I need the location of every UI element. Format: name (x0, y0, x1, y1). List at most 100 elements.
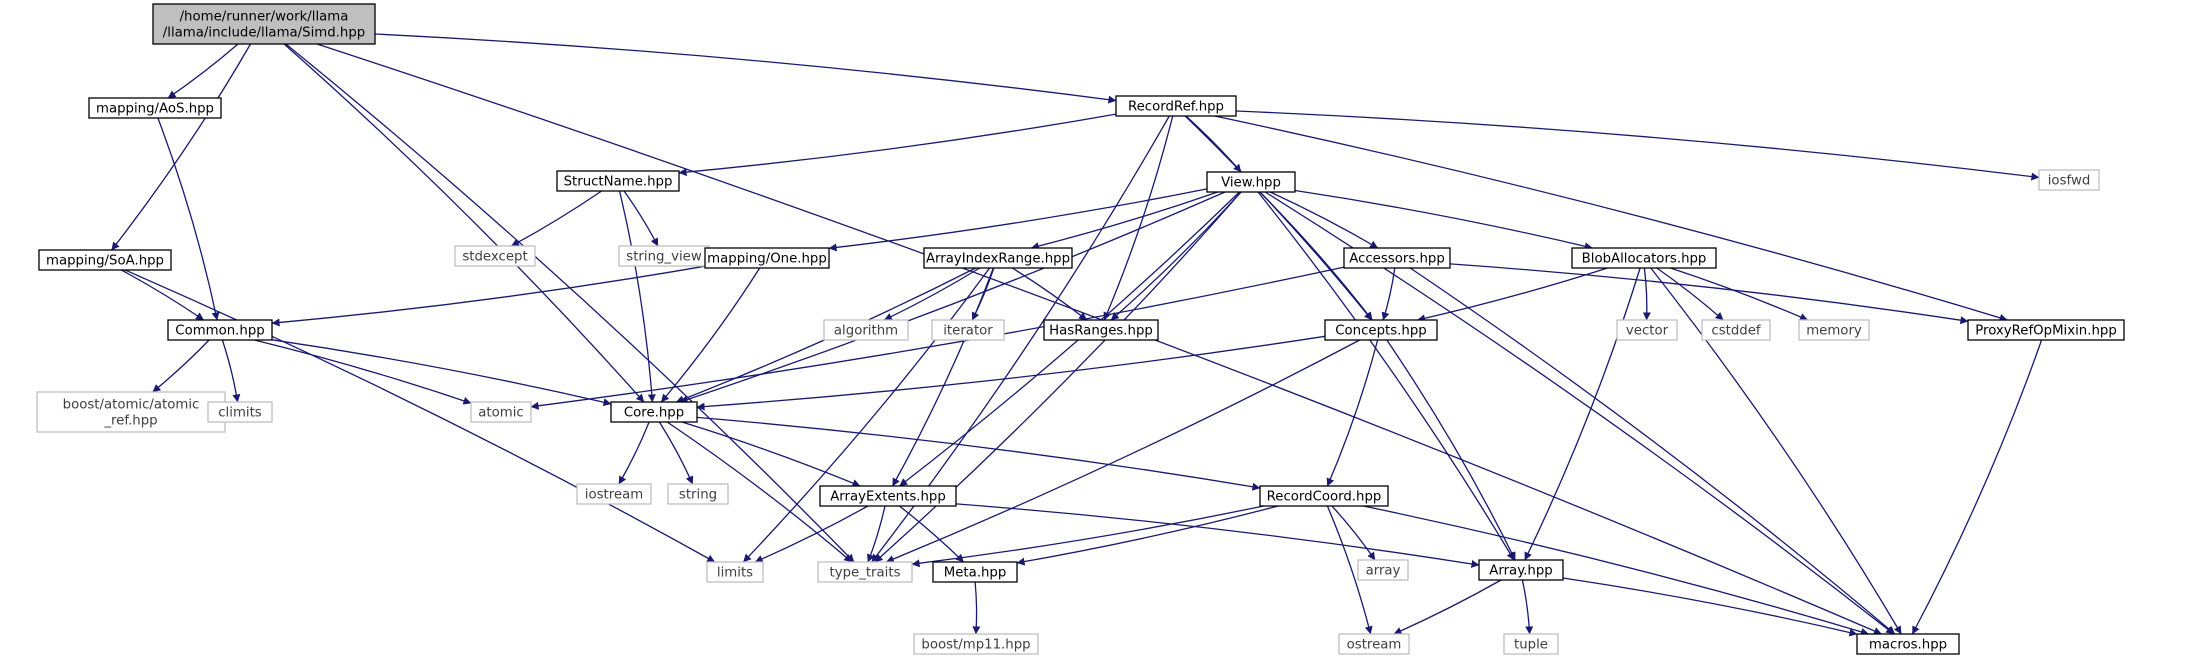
node-label: tuple (1514, 638, 1548, 653)
node-concepts[interactable]: Concepts.hpp (1324, 319, 1438, 341)
node-type_traits: type_traits (817, 561, 913, 583)
node-label: limits (717, 566, 753, 581)
node-label: ArrayExtents.hpp (830, 490, 946, 505)
edge-concepts-to-core (696, 335, 1326, 411)
node-label: iosfwd (2048, 174, 2091, 189)
node-label: stdexcept (462, 250, 527, 265)
node-label: RecordRef.hpp (1128, 100, 1224, 115)
node-recordcoord[interactable]: RecordCoord.hpp (1259, 485, 1389, 507)
node-view[interactable]: View.hpp (1206, 171, 1296, 193)
node-memory: memory (1798, 319, 1870, 341)
edge-view-to-type_traits (874, 191, 1242, 563)
node-box (1701, 319, 1771, 341)
edge-soa-to-common (121, 269, 204, 321)
node-box (1616, 319, 1678, 341)
node-macros[interactable]: macros.hpp (1856, 633, 1960, 655)
edge-array-to-tuple (1521, 579, 1534, 635)
node-label: iterator (943, 324, 993, 339)
node-box (1571, 247, 1717, 269)
node-accessors[interactable]: Accessors.hpp (1343, 247, 1451, 269)
edge-recordcoord-to-meta (1016, 505, 1279, 566)
node-core[interactable]: Core.hpp (610, 401, 698, 423)
edge-common-to-core (271, 339, 612, 407)
node-box (923, 247, 1073, 269)
edge-air-to-hasranges (1011, 267, 1088, 321)
edge-core-to-arrayextents (681, 421, 861, 487)
node-proxyref[interactable]: ProxyRefOpMixin.hpp (1967, 319, 2125, 341)
node-climits: climits (207, 401, 273, 423)
edge-core-to-iostream (618, 421, 650, 485)
edge-array-to-ostream (1393, 579, 1502, 635)
node-label: mapping/AoS.hpp (96, 102, 214, 117)
node-array[interactable]: Array.hpp (1478, 559, 1564, 581)
node-label: vector (1626, 324, 1669, 339)
node-label: View.hpp (1221, 176, 1281, 191)
node-box (1967, 319, 2125, 341)
edge-array-to-macros (1562, 577, 1858, 637)
node-box (931, 319, 1005, 341)
node-label: atomic (478, 406, 523, 421)
edge-common-to-atomic (254, 339, 472, 405)
edge-structname-to-string_view (623, 190, 659, 247)
node-box (2038, 169, 2100, 191)
node-box (1338, 633, 1410, 655)
node-structname[interactable]: StructName.hpp (556, 170, 680, 192)
node-box (913, 633, 1039, 655)
node-box (470, 401, 532, 423)
edge-common-to-climits (221, 339, 241, 403)
node-label: string_view (626, 250, 702, 265)
edge-recordref-to-structname (678, 113, 1117, 177)
node-label: iostream (585, 488, 643, 503)
node-label: ArrayIndexRange.hpp (926, 252, 1070, 267)
edge-concepts-to-type_traits (885, 339, 1361, 563)
node-hasranges[interactable]: HasRanges.hpp (1043, 319, 1159, 341)
node-array_std: array (1357, 559, 1409, 581)
edge-recordcoord-to-array_std (1331, 505, 1376, 561)
edge-bloballoc-to-memory (1670, 267, 1808, 321)
node-cstddef: cstddef (1701, 319, 1771, 341)
node-recordref[interactable]: RecordRef.hpp (1115, 95, 1237, 117)
node-label: climits (218, 406, 262, 421)
node-label: HasRanges.hpp (1049, 324, 1153, 339)
node-box (823, 319, 909, 341)
node-label: RecordCoord.hpp (1267, 490, 1382, 505)
node-box (667, 483, 729, 505)
edge-view-to-accessors (1269, 191, 1379, 249)
node-vector: vector (1616, 319, 1678, 341)
node-box (817, 561, 913, 583)
edge-common-to-boostatomic (152, 339, 210, 393)
node-box (704, 247, 830, 269)
node-label: Accessors.hpp (1349, 252, 1445, 267)
node-box (1043, 319, 1159, 341)
node-box (88, 97, 222, 119)
edge-air-to-limits (742, 267, 991, 563)
node-aos[interactable]: mapping/AoS.hpp (88, 97, 222, 119)
node-arrayextents[interactable]: ArrayExtents.hpp (819, 485, 957, 507)
node-label: string (679, 488, 717, 503)
node-box (1206, 171, 1296, 193)
node-label: ostream (1347, 638, 1402, 653)
node-common[interactable]: Common.hpp (167, 319, 273, 341)
node-box (932, 561, 1018, 583)
node-box (1478, 559, 1564, 581)
node-box (167, 319, 273, 341)
node-soa[interactable]: mapping/SoA.hpp (38, 249, 172, 271)
edge-simd-to-recordref (374, 33, 1117, 104)
node-box (36, 391, 226, 433)
edge-core-to-type_traits (666, 421, 853, 563)
node-box (706, 561, 764, 583)
node-one[interactable]: mapping/One.hpp (704, 247, 830, 269)
node-string_view: string_view (618, 245, 710, 267)
node-iosfwd: iosfwd (2038, 169, 2100, 191)
node-label: mapping/SoA.hpp (46, 254, 164, 269)
node-boostatomic: boost/atomic/atomic_ref.hpp (36, 391, 226, 433)
node-air[interactable]: ArrayIndexRange.hpp (923, 247, 1073, 269)
node-simd[interactable]: /home/runner/work/llama/llama/include/ll… (152, 3, 376, 45)
node-meta[interactable]: Meta.hpp (932, 561, 1018, 583)
node-bloballoc[interactable]: BlobAllocators.hpp (1571, 247, 1717, 269)
node-box (1259, 485, 1389, 507)
edge-recordcoord-to-type_traits (911, 505, 1264, 568)
node-label: boost/atomic/atomic (63, 398, 200, 413)
edge-concepts-to-recordcoord (1326, 339, 1379, 487)
edge-bloballoc-to-array (1524, 267, 1641, 561)
